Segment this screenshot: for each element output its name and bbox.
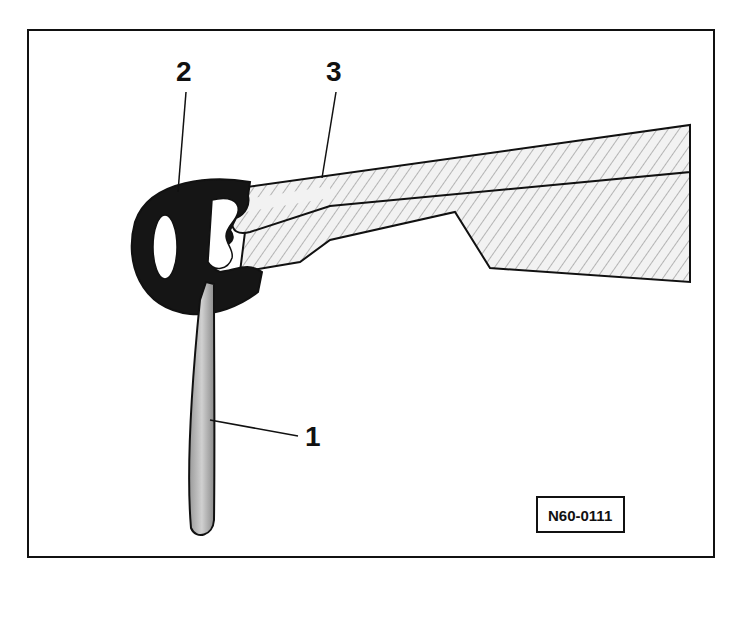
figure-id-box: N60-0111 <box>536 496 625 533</box>
glass-pane <box>225 125 690 233</box>
rubber-seal <box>132 180 262 315</box>
seal-hollow <box>153 215 177 279</box>
leader-line <box>210 420 298 436</box>
figure-id: N60-0111 <box>548 508 612 523</box>
callout-number: 1 <box>305 423 321 451</box>
callout-number: 3 <box>326 58 342 86</box>
callout-number: 2 <box>176 58 192 86</box>
leader-line <box>178 92 186 192</box>
leader-line <box>322 92 336 178</box>
frame <box>28 30 714 557</box>
seal-channel <box>208 199 238 269</box>
removal-tool <box>189 282 214 535</box>
